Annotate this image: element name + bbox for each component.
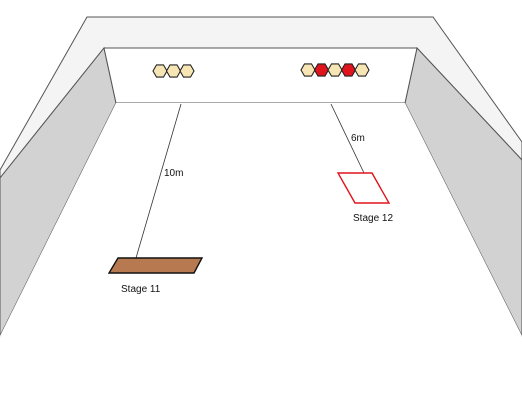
- target-hex: [179, 64, 195, 78]
- target-hex: [300, 63, 316, 77]
- target-cluster: [152, 64, 195, 78]
- target-clusters: [152, 63, 370, 78]
- target-hex: [354, 63, 370, 77]
- target-hex: [327, 63, 343, 77]
- no-shoot-target-hex: [340, 63, 357, 77]
- target-cluster: [300, 63, 370, 77]
- shooting-box: [336, 172, 391, 204]
- shooting-box: [107, 257, 204, 274]
- target-hex: [152, 64, 168, 78]
- distance-line: [135, 103, 182, 259]
- range-floor: [0, 103, 522, 336]
- distance-line: [330, 103, 365, 174]
- stage-label: Stage 11: [121, 284, 161, 295]
- distance-label: 6m: [351, 133, 365, 144]
- distance-label: 10m: [164, 168, 183, 179]
- stage-label: Stage 12: [353, 213, 393, 224]
- target-hex: [165, 64, 182, 78]
- no-shoot-target-hex: [313, 63, 330, 77]
- back-wall: [103, 47, 418, 104]
